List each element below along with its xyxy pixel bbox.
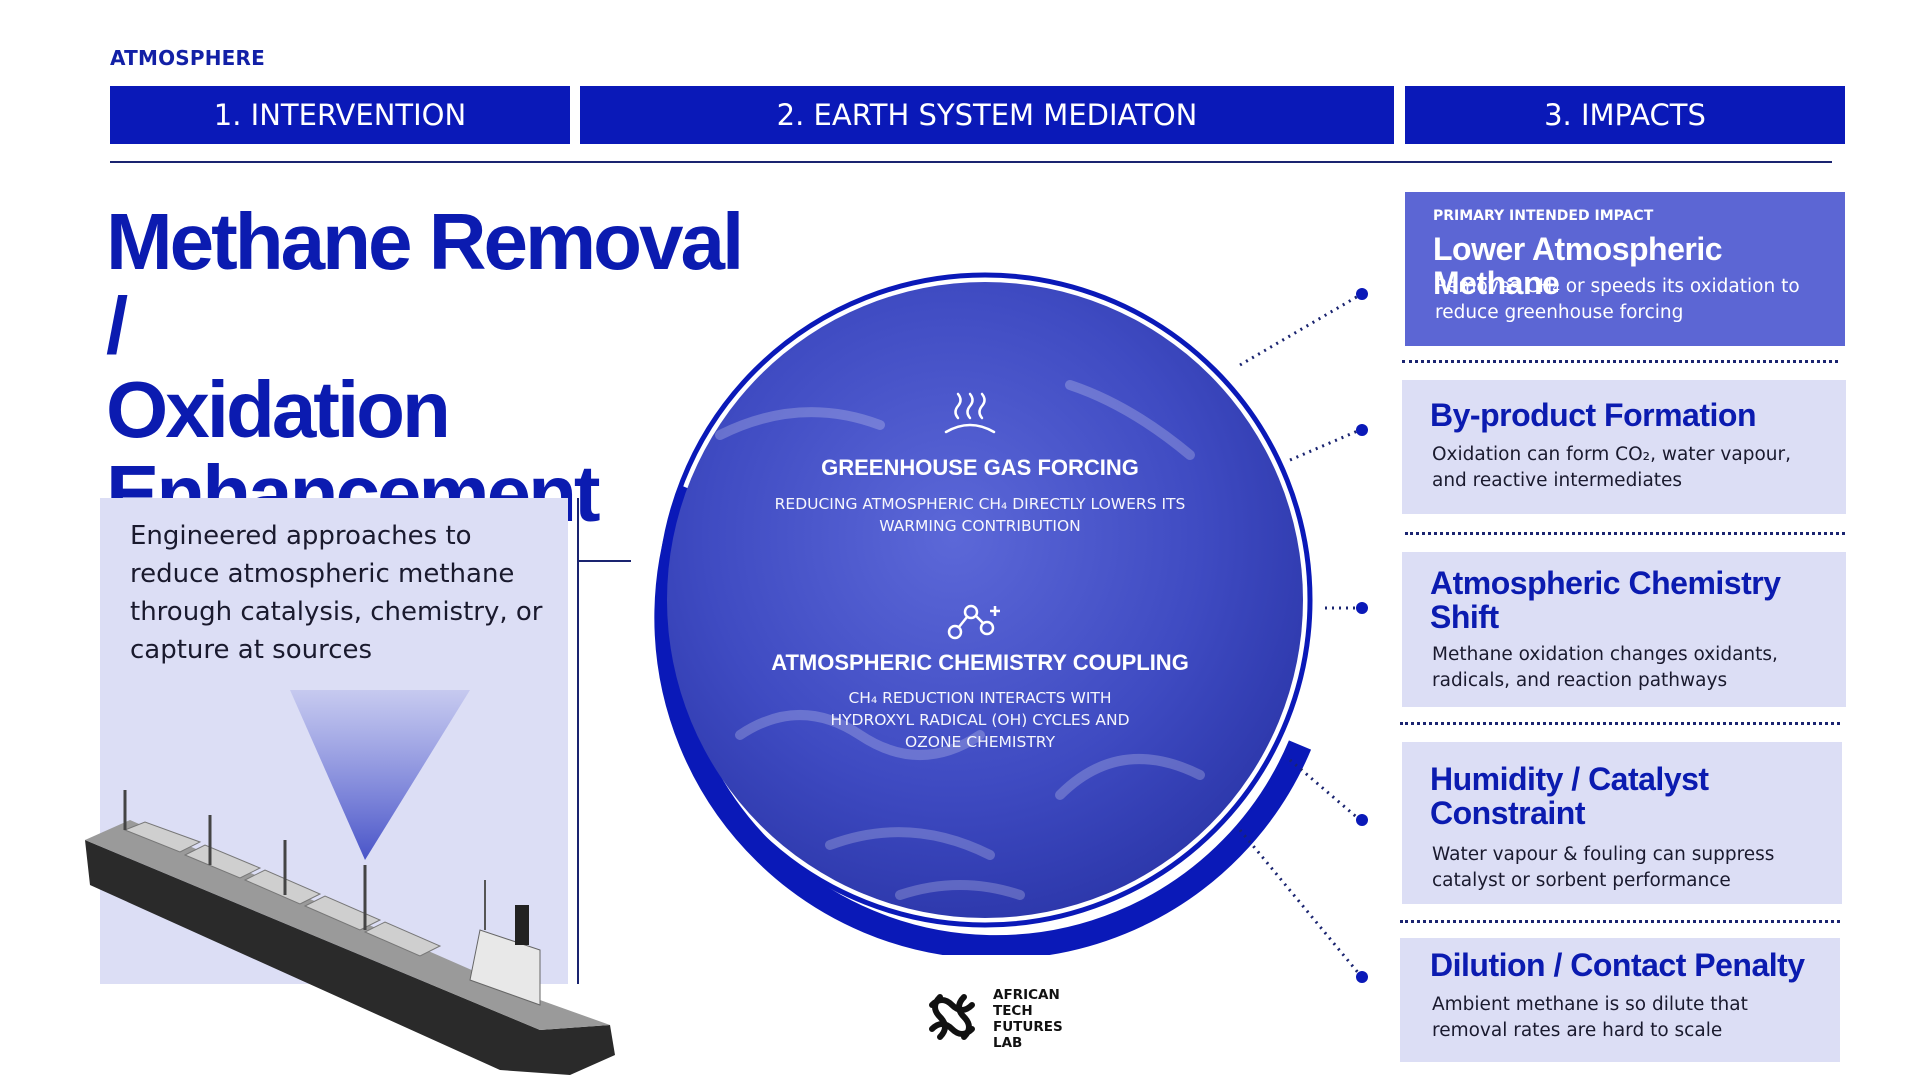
- impact-2-title: By-product Formation: [1430, 397, 1756, 433]
- logo-line-2: TECH: [993, 1003, 1033, 1019]
- mediation-2-title: ATMOSPHERIC CHEMISTRY COUPLING: [771, 650, 1189, 675]
- ship-funnel: [515, 905, 529, 945]
- mediation-1-title: GREENHOUSE GAS FORCING: [821, 455, 1139, 480]
- title-line-2: Oxidation: [106, 365, 451, 454]
- category-label: ATMOSPHERE: [110, 46, 265, 70]
- cargo-hatches: [123, 821, 442, 957]
- impact-1-line-1: Removes CH₄ or speeds its oxidation to: [1435, 276, 1800, 297]
- impact-3-title-line-1: Atmospheric Chemistry: [1430, 565, 1781, 601]
- impact-divider-1: [1402, 360, 1838, 363]
- impact-divider-3: [1400, 722, 1840, 725]
- impact-1-title: Lower Atmospheric Methane: [1433, 231, 1723, 301]
- impact-4-title: Humidity / Catalyst Constraint: [1430, 762, 1840, 830]
- atfl-logo-mark: [929, 994, 975, 1040]
- impact-3-title-line-2: Shift: [1430, 599, 1499, 635]
- orbit-arc-highlight: [654, 485, 1312, 955]
- impact-1-kicker: PRIMARY INTENDED IMPACT: [1433, 208, 1654, 224]
- ship-hull: [85, 840, 615, 1075]
- impact-5-line-1: Ambient methane is so dilute that: [1432, 994, 1748, 1015]
- connector-dot-5: [1356, 971, 1368, 983]
- impact-card-5: Dilution / Contact Penalty Ambient metha…: [1400, 938, 1840, 1062]
- connector-dot-1: [1356, 288, 1368, 300]
- connector-dot-4: [1356, 814, 1368, 826]
- mediation-2-line-3: OZONE CHEMISTRY: [904, 733, 1056, 751]
- impact-2-line-1: Oxidation can form CO₂, water vapour,: [1432, 444, 1791, 465]
- molecule-network-icon: [947, 604, 1000, 640]
- impact-2-line-2: and reactive intermediates: [1432, 470, 1683, 491]
- atfl-logo-text: AFRICAN TECH FUTURES LAB: [993, 987, 1063, 1051]
- logo-line-1: AFRICAN: [993, 987, 1060, 1003]
- logo-line-4: LAB: [993, 1035, 1023, 1051]
- deck-cranes: [123, 790, 367, 930]
- impact-card-2: By-product Formation Oxidation can form …: [1402, 380, 1846, 514]
- header-mediation: 2. EARTH SYSTEM MEDIATON: [580, 86, 1394, 144]
- header-impacts: 3. IMPACTS: [1405, 86, 1845, 144]
- mediation-1-line-2: WARMING CONTRIBUTION: [879, 517, 1081, 535]
- heat-waves-icon: [944, 392, 996, 434]
- connector-vertical: [577, 498, 579, 984]
- impact-5-line-2: removal rates are hard to scale: [1432, 1020, 1723, 1041]
- impact-5-desc: Ambient methane is so dilute that remova…: [1432, 992, 1832, 1044]
- impact-4-title-line-2: Constraint: [1430, 795, 1586, 831]
- mediation-2-line-2: HYDROXYL RADICAL (OH) CYCLES AND: [830, 711, 1130, 729]
- header-intervention: 1. INTERVENTION: [110, 86, 570, 144]
- impact-4-title-line-1: Humidity / Catalyst: [1430, 761, 1709, 797]
- impact-3-line-1: Methane oxidation changes oxidants,: [1432, 644, 1778, 665]
- impact-3-desc: Methane oxidation changes oxidants, radi…: [1432, 642, 1842, 694]
- mediation-2-line-1: CH₄ REDUCTION INTERACTS WITH: [848, 689, 1112, 707]
- impact-divider-2: [1405, 532, 1845, 535]
- title-line-1: Methane Removal /: [106, 197, 744, 370]
- mediation-1-text: REDUCING ATMOSPHERIC CH₄ DIRECTLY LOWERS…: [760, 493, 1200, 537]
- cargo-ship-illustration: [85, 690, 615, 1075]
- intervention-description: Engineered approaches to reduce atmosphe…: [130, 521, 543, 665]
- connector-dot-2: [1356, 424, 1368, 436]
- impact-card-3: Atmospheric Chemistry Shift Methane oxid…: [1402, 552, 1846, 707]
- impact-1-line-2: reduce greenhouse forcing: [1435, 302, 1684, 323]
- impact-3-title: Atmospheric Chemistry Shift: [1430, 566, 1840, 634]
- impact-connectors: [1238, 288, 1368, 983]
- ship-bridge: [469, 929, 541, 1006]
- impact-4-line-2: catalyst or sorbent performance: [1432, 870, 1731, 891]
- impact-card-4: Humidity / Catalyst Constraint Water vap…: [1402, 742, 1842, 904]
- impact-5-title: Dilution / Contact Penalty: [1430, 947, 1805, 983]
- impact-card-primary: PRIMARY INTENDED IMPACT Lower Atmospheri…: [1405, 192, 1845, 346]
- earth-globe-graphic: [654, 272, 1313, 955]
- connector-dot-3: [1356, 602, 1368, 614]
- cloud-swirls: [715, 380, 1205, 900]
- methane-spray-cone: [290, 690, 470, 860]
- impact-4-desc: Water vapour & fouling can suppress cata…: [1432, 842, 1842, 894]
- impact-divider-4: [1400, 920, 1840, 923]
- logo-line-3: FUTURES: [993, 1019, 1063, 1035]
- mediation-1-line-1: REDUCING ATMOSPHERIC CH₄ DIRECTLY LOWERS…: [774, 495, 1186, 513]
- impact-3-line-2: radicals, and reaction pathways: [1432, 670, 1728, 691]
- earth-sphere: [667, 282, 1303, 918]
- connector-horizontal: [577, 560, 631, 562]
- impact-4-line-1: Water vapour & fouling can suppress: [1432, 844, 1775, 865]
- header-divider: [110, 161, 1832, 163]
- mediation-2-text: CH₄ REDUCTION INTERACTS WITH HYDROXYL RA…: [760, 687, 1200, 753]
- impact-2-desc: Oxidation can form CO₂, water vapour, an…: [1432, 442, 1842, 494]
- impact-1-desc: Removes CH₄ or speeds its oxidation to r…: [1435, 274, 1835, 326]
